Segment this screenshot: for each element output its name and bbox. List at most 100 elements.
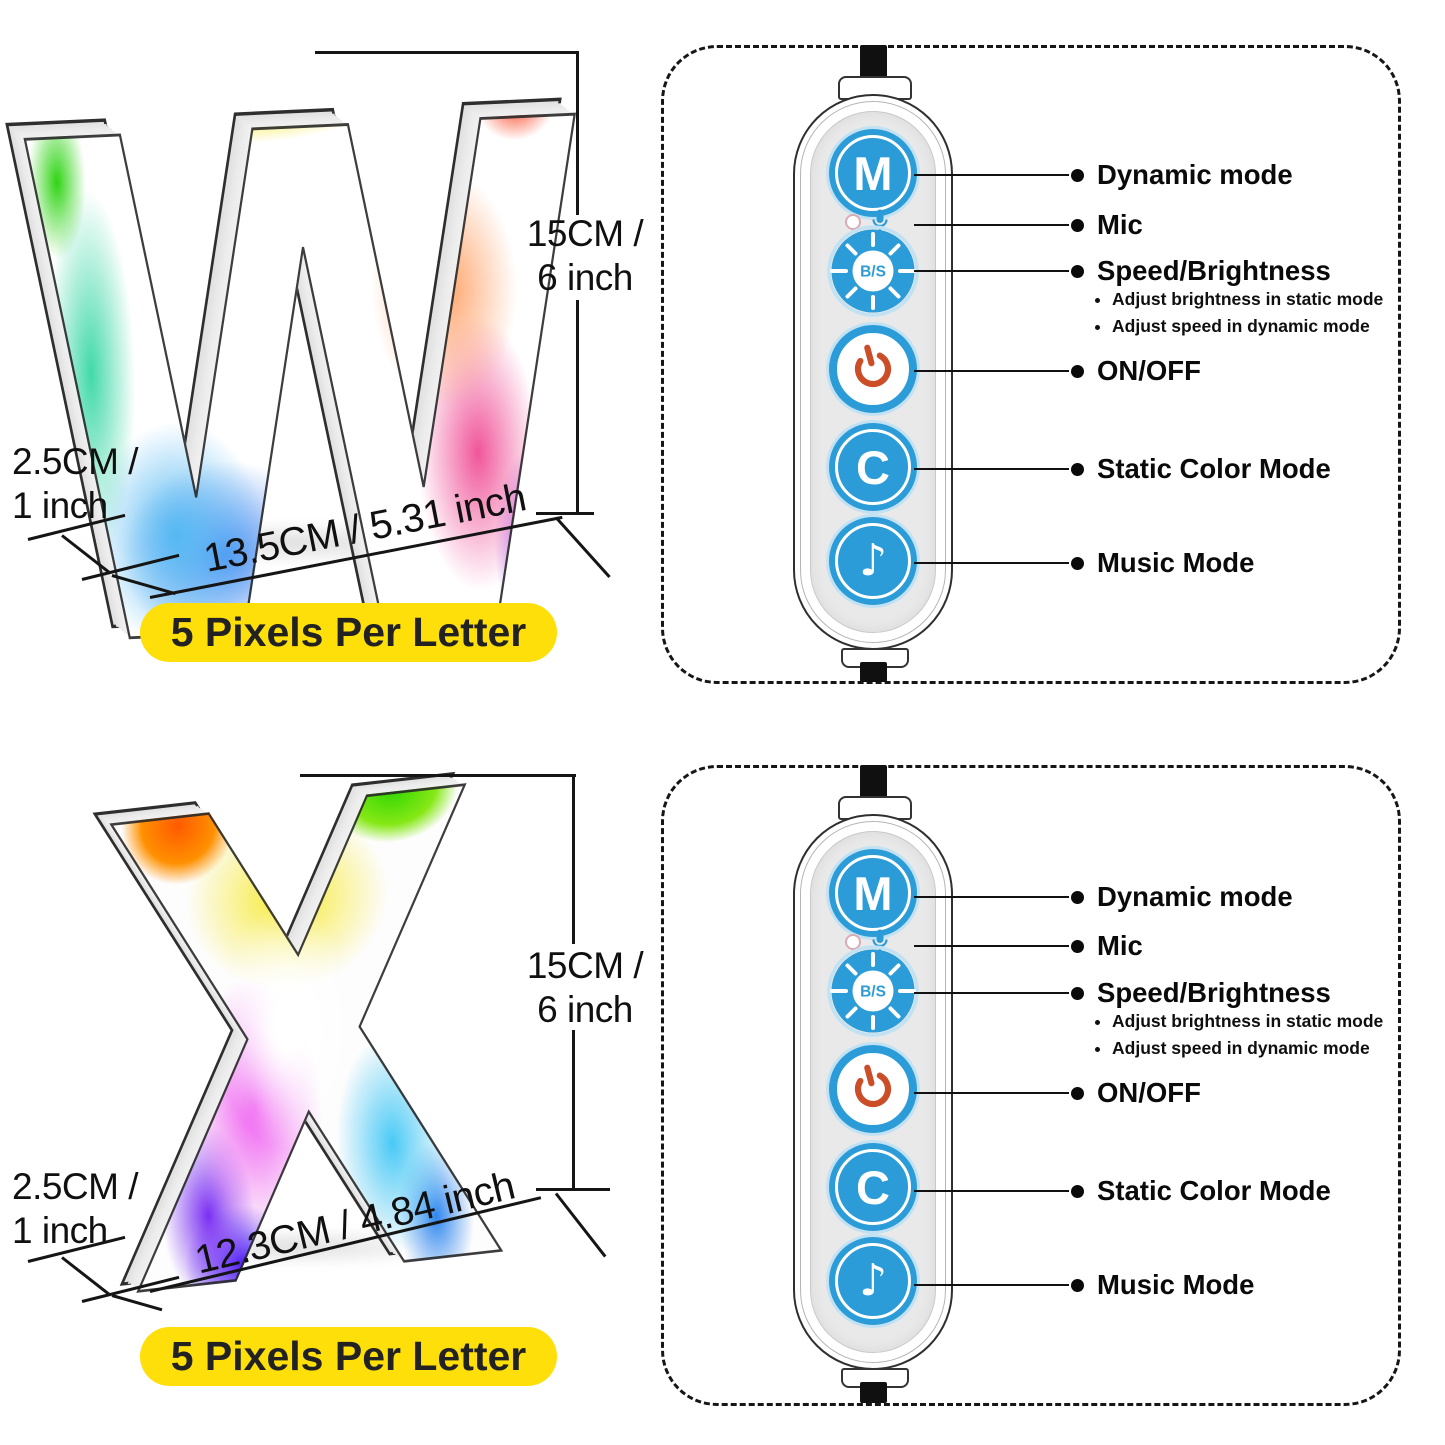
c-button-letter: C — [856, 1160, 890, 1214]
height-label: 15CM / 6 inch — [500, 944, 670, 1031]
power-icon — [854, 1064, 892, 1108]
music-note-icon: ♪ — [858, 1255, 888, 1306]
leader-line — [914, 1190, 1069, 1192]
bullet-dot — [1071, 364, 1084, 378]
depth-label-line2: 1 inch — [12, 484, 108, 526]
annotation-dynamic-mode: Dynamic mode — [914, 157, 1293, 193]
mic-label: Mic — [1097, 209, 1143, 240]
width-dim-right-tick — [554, 1192, 607, 1258]
static-color-button[interactable]: C — [829, 423, 917, 511]
leader-line — [914, 1284, 1069, 1286]
speed-note-2: Adjust speed in dynamic mode — [1112, 1035, 1445, 1062]
height-dim-bottom-tick — [536, 1188, 610, 1191]
leader-line — [914, 945, 1069, 947]
leader-line — [914, 468, 1069, 470]
leader-line — [914, 562, 1069, 564]
bs-button-label: B/S — [860, 264, 886, 281]
annotation-mic: Mic — [914, 928, 1143, 964]
bullet-dot — [1071, 264, 1084, 278]
dynamic-mode-label: Dynamic mode — [1097, 881, 1293, 912]
remote-control-body: M B/S — [793, 94, 953, 650]
annotation-static-color: Static Color Mode — [914, 1173, 1331, 1209]
mode-button-letter: M — [853, 146, 893, 200]
music-mode-label: Music Mode — [1097, 547, 1255, 578]
music-mode-button[interactable]: ♪ — [829, 517, 917, 605]
letter-w-section: W W W 15CM / 6 inch 2.5CM / 1 inch 13.5C… — [0, 0, 660, 807]
annotation-music-mode: Music Mode — [914, 545, 1254, 581]
bullet-dot — [1071, 1278, 1084, 1292]
annotation-speed-brightness: Speed/Brightness — [914, 975, 1331, 1011]
music-note-icon: ♪ — [858, 535, 888, 586]
leader-line — [914, 224, 1069, 226]
leader-line — [914, 1092, 1069, 1094]
letter-x-section: X X X 15CM / 6 inch 2.5CM / 1 inch 12.3C… — [0, 644, 660, 1445]
sun-rays-icon — [830, 952, 916, 1030]
leader-line — [914, 270, 1069, 272]
sun-rays-icon — [830, 232, 916, 310]
static-color-button[interactable]: C — [829, 1143, 917, 1231]
power-button[interactable] — [829, 1045, 917, 1133]
leader-line — [914, 174, 1069, 176]
bullet-dot — [1071, 1184, 1084, 1198]
depth-label-line2: 1 inch — [12, 1209, 108, 1251]
speed-note-2: Adjust speed in dynamic mode — [1112, 313, 1445, 340]
power-cable-bottom — [860, 1382, 887, 1403]
annotation-on-off: ON/OFF — [914, 353, 1201, 389]
pixels-badge: 5 Pixels Per Letter — [140, 603, 557, 662]
bullet-dot — [1071, 462, 1084, 476]
bullet-dot — [1071, 556, 1084, 570]
depth-label: 2.5CM / 1 inch — [12, 1165, 139, 1252]
depth-dim-diagonal — [61, 1256, 111, 1296]
speed-brightness-label: Speed/Brightness — [1097, 977, 1331, 1008]
pixels-badge-label: 5 Pixels Per Letter — [170, 609, 527, 655]
height-label-line1: 15CM / — [526, 945, 644, 986]
depth-label: 2.5CM / 1 inch — [12, 440, 139, 527]
power-button[interactable] — [829, 325, 917, 413]
height-label-line2: 6 inch — [537, 256, 633, 298]
speed-brightness-button[interactable]: B/S — [827, 225, 919, 317]
leader-line — [914, 370, 1069, 372]
controller-panel: M B/S — [661, 765, 1401, 1406]
height-label-line2: 6 inch — [537, 988, 633, 1030]
mode-button-letter: M — [853, 866, 893, 920]
height-dim-top-tick — [300, 774, 576, 777]
height-label: 15CM / 6 inch — [500, 212, 670, 299]
static-color-label: Static Color Mode — [1097, 453, 1331, 484]
power-cable-top — [860, 765, 887, 798]
power-cable-top — [860, 45, 887, 78]
annotation-static-color: Static Color Mode — [914, 451, 1331, 487]
on-off-label: ON/OFF — [1097, 355, 1201, 386]
height-dim-line-lower — [572, 1030, 575, 1190]
dynamic-mode-button[interactable]: M — [829, 129, 917, 217]
height-label-line1: 15CM / — [526, 213, 644, 254]
speed-note-1: Adjust brightness in static mode — [1112, 286, 1445, 313]
annotation-mic: Mic — [914, 207, 1143, 243]
music-mode-button[interactable]: ♪ — [829, 1237, 917, 1325]
speed-brightness-notes: Adjust brightness in static mode Adjust … — [1096, 286, 1445, 340]
depth-label-line1: 2.5CM / — [12, 441, 139, 482]
mic-led-indicator — [845, 934, 861, 950]
bullet-dot — [1071, 1086, 1084, 1100]
bullet-dot — [1071, 218, 1084, 232]
depth-label-line1: 2.5CM / — [12, 1166, 139, 1207]
power-cable-bottom — [860, 662, 887, 682]
power-icon — [854, 344, 892, 388]
static-color-label: Static Color Mode — [1097, 1175, 1331, 1206]
pixels-badge: 5 Pixels Per Letter — [140, 1327, 557, 1386]
speed-brightness-notes: Adjust brightness in static mode Adjust … — [1096, 1008, 1445, 1062]
remote-inner-outline — [800, 101, 946, 643]
height-dim-line-upper — [572, 774, 575, 944]
bullet-dot — [1071, 986, 1084, 1000]
bullet-dot — [1071, 939, 1084, 953]
speed-note-1: Adjust brightness in static mode — [1112, 1008, 1445, 1035]
height-dim-line-lower — [576, 300, 579, 514]
dynamic-mode-button[interactable]: M — [829, 849, 917, 937]
c-button-letter: C — [856, 440, 890, 494]
annotation-dynamic-mode: Dynamic mode — [914, 879, 1293, 915]
speed-brightness-button[interactable]: B/S — [827, 945, 919, 1037]
pixels-badge-label: 5 Pixels Per Letter — [170, 1333, 527, 1379]
dynamic-mode-label: Dynamic mode — [1097, 159, 1293, 190]
mic-led-indicator — [845, 214, 861, 230]
height-dim-line-upper — [576, 51, 579, 215]
mic-label: Mic — [1097, 930, 1143, 961]
